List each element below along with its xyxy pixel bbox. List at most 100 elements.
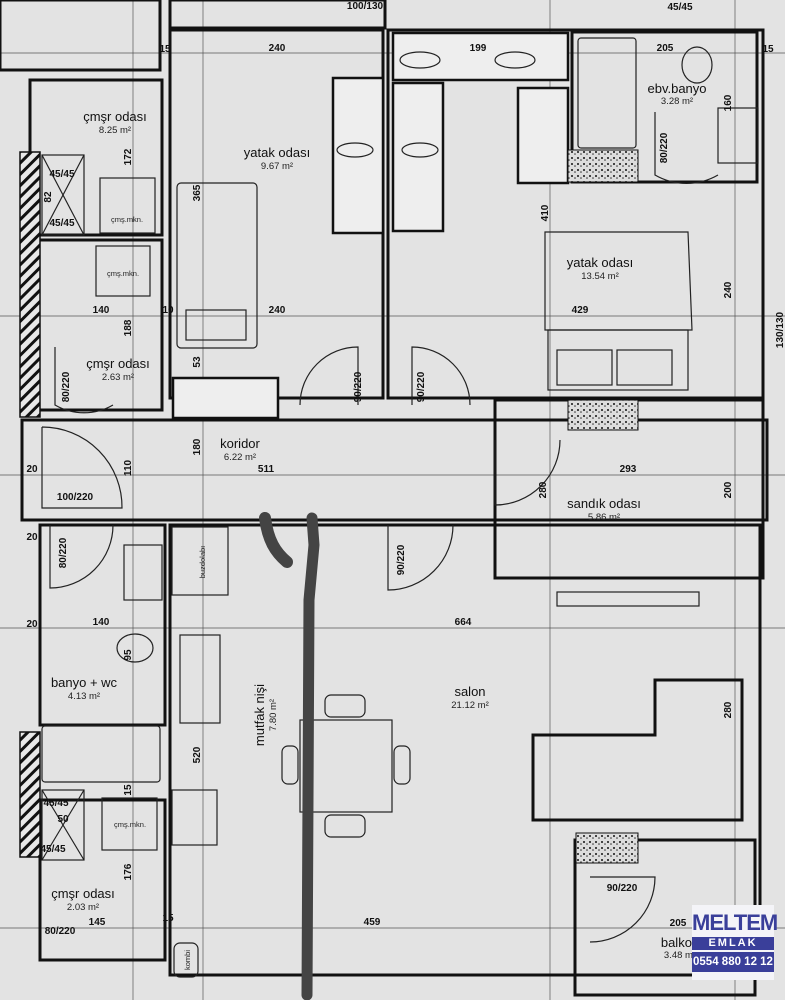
dim-label: 20 [26, 532, 38, 543]
washing-machine [95, 245, 151, 297]
dim-label: 140 [93, 305, 110, 316]
washing-machine [101, 797, 158, 851]
washing-machine-label: çmş.mkn. [111, 215, 143, 224]
dim-label: 90/220 [416, 371, 427, 402]
room-name-master-bedroom: yatak odası [567, 255, 634, 270]
dim-label: 100/130 [347, 1, 384, 12]
room-name-living: salon [454, 684, 485, 699]
door-swing [41, 112, 719, 943]
toilet [116, 46, 713, 663]
dim-label: 199 [470, 43, 487, 54]
dim-label: 80/220 [58, 537, 69, 568]
room-name-ensuite: ebv.banyo [647, 81, 706, 96]
dim-label: 240 [269, 43, 286, 54]
washing-machine [99, 177, 156, 234]
terrazzo-block [575, 832, 639, 864]
dim-label: 80/220 [45, 926, 76, 937]
room-area-balcony: 3.48 m² [664, 950, 696, 961]
room-name-bathroom: banyo + wc [51, 675, 118, 690]
washing-machine-label: çmş.mkn. [107, 269, 139, 278]
dim-label: 140 [93, 617, 110, 628]
dim-label: 20 [26, 619, 38, 630]
dim-label: 90/220 [396, 544, 407, 575]
dim-label: 45/45 [43, 798, 68, 809]
sofa-area [531, 678, 744, 822]
logo-brand: MELTEM [692, 910, 778, 935]
dim-label: 95 [123, 649, 134, 661]
washing-machine-label: çmş.mkn. [114, 820, 146, 829]
terrazzo-block [567, 399, 639, 431]
wardrobe [171, 31, 570, 420]
boiler-label: kombi [183, 950, 192, 970]
agency-logo: MELTEM EMLAK 0554 880 12 12 [692, 905, 778, 980]
marker-stroke [259, 512, 293, 568]
dim-label: 520 [192, 746, 203, 763]
room-name-storage: sandık odası [567, 496, 641, 511]
room-name-bedroom: yatak odası [244, 145, 311, 160]
dimension-labels: 100/130 45/45 15 240 199 205 15 172 365 … [26, 1, 785, 937]
dim-label: 176 [123, 863, 134, 880]
dim-label: 172 [123, 148, 134, 165]
room-area-corridor: 6.22 m² [224, 452, 256, 463]
dim-label: 280 [538, 481, 549, 498]
dim-label: 45/45 [49, 218, 74, 229]
tv-unit [556, 591, 700, 607]
dim-label: 45/45 [49, 169, 74, 180]
dining-table [281, 694, 411, 838]
dim-label: 80/220 [659, 132, 670, 163]
dim-label: 90/220 [353, 371, 364, 402]
room-area-kitchen: 7.80 m² [268, 699, 279, 731]
room-name-laundry: çmşr odası [83, 109, 147, 124]
dim-label: 200 [723, 481, 734, 498]
marker-stroke [301, 512, 320, 1000]
room-area-bathroom: 4.13 m² [68, 691, 100, 702]
room-area-bedroom: 9.67 m² [261, 161, 293, 172]
fridge-label: buzdolabı [198, 546, 207, 579]
boiler [173, 942, 199, 978]
dim-label: 511 [258, 464, 275, 475]
dim-label: 110 [123, 459, 134, 476]
dim-label: 280 [723, 701, 734, 718]
column-hatched [19, 731, 41, 858]
dim-label: 45/45 [667, 2, 692, 13]
room-area-laundry-3: 2.03 m² [67, 902, 99, 913]
dim-label: 429 [572, 305, 589, 316]
room-area-laundry: 8.25 m² [99, 125, 131, 136]
dim-label: 15 [162, 913, 174, 924]
room-area-ensuite: 3.28 m² [661, 96, 693, 107]
dim-label: 15 [762, 44, 774, 55]
room-area-storage: 5.86 m² [588, 512, 620, 523]
dim-label: 240 [723, 281, 734, 298]
logo-phone: 0554 880 12 12 [692, 952, 774, 972]
fridge [171, 526, 229, 596]
room-name-laundry-2: çmşr odası [86, 356, 150, 371]
shaft [41, 154, 85, 861]
dim-label: 664 [455, 617, 472, 628]
dim-label: 20 [26, 464, 38, 475]
dim-label: 205 [670, 918, 687, 929]
dim-label: 188 [123, 319, 134, 336]
dim-label: 130/130 [775, 311, 785, 348]
room-name-corridor: koridor [220, 436, 260, 451]
dim-label: 160 [723, 94, 734, 111]
dim-label: 53 [192, 356, 203, 368]
logo-subtitle: EMLAK [692, 937, 774, 950]
dim-label: 45/45 [40, 844, 65, 855]
column-hatched [19, 151, 41, 418]
dim-label: 15 [159, 44, 171, 55]
dim-label: 240 [269, 305, 286, 316]
dim-label: 459 [364, 917, 381, 928]
dim-label: 100/220 [57, 492, 94, 503]
dim-label: 50 [57, 814, 69, 825]
terrazzo-block [567, 149, 639, 183]
room-area-laundry-2: 2.63 m² [102, 372, 134, 383]
dim-label: 205 [657, 43, 674, 54]
dim-label: 15 [123, 784, 134, 796]
dim-label: 145 [89, 917, 106, 928]
dim-label: 10 [162, 305, 174, 316]
dim-label: 293 [620, 464, 637, 475]
room-name-balcony: balkon [661, 935, 699, 950]
room-area-living: 21.12 m² [451, 700, 489, 711]
dim-label: 80/220 [61, 371, 72, 402]
